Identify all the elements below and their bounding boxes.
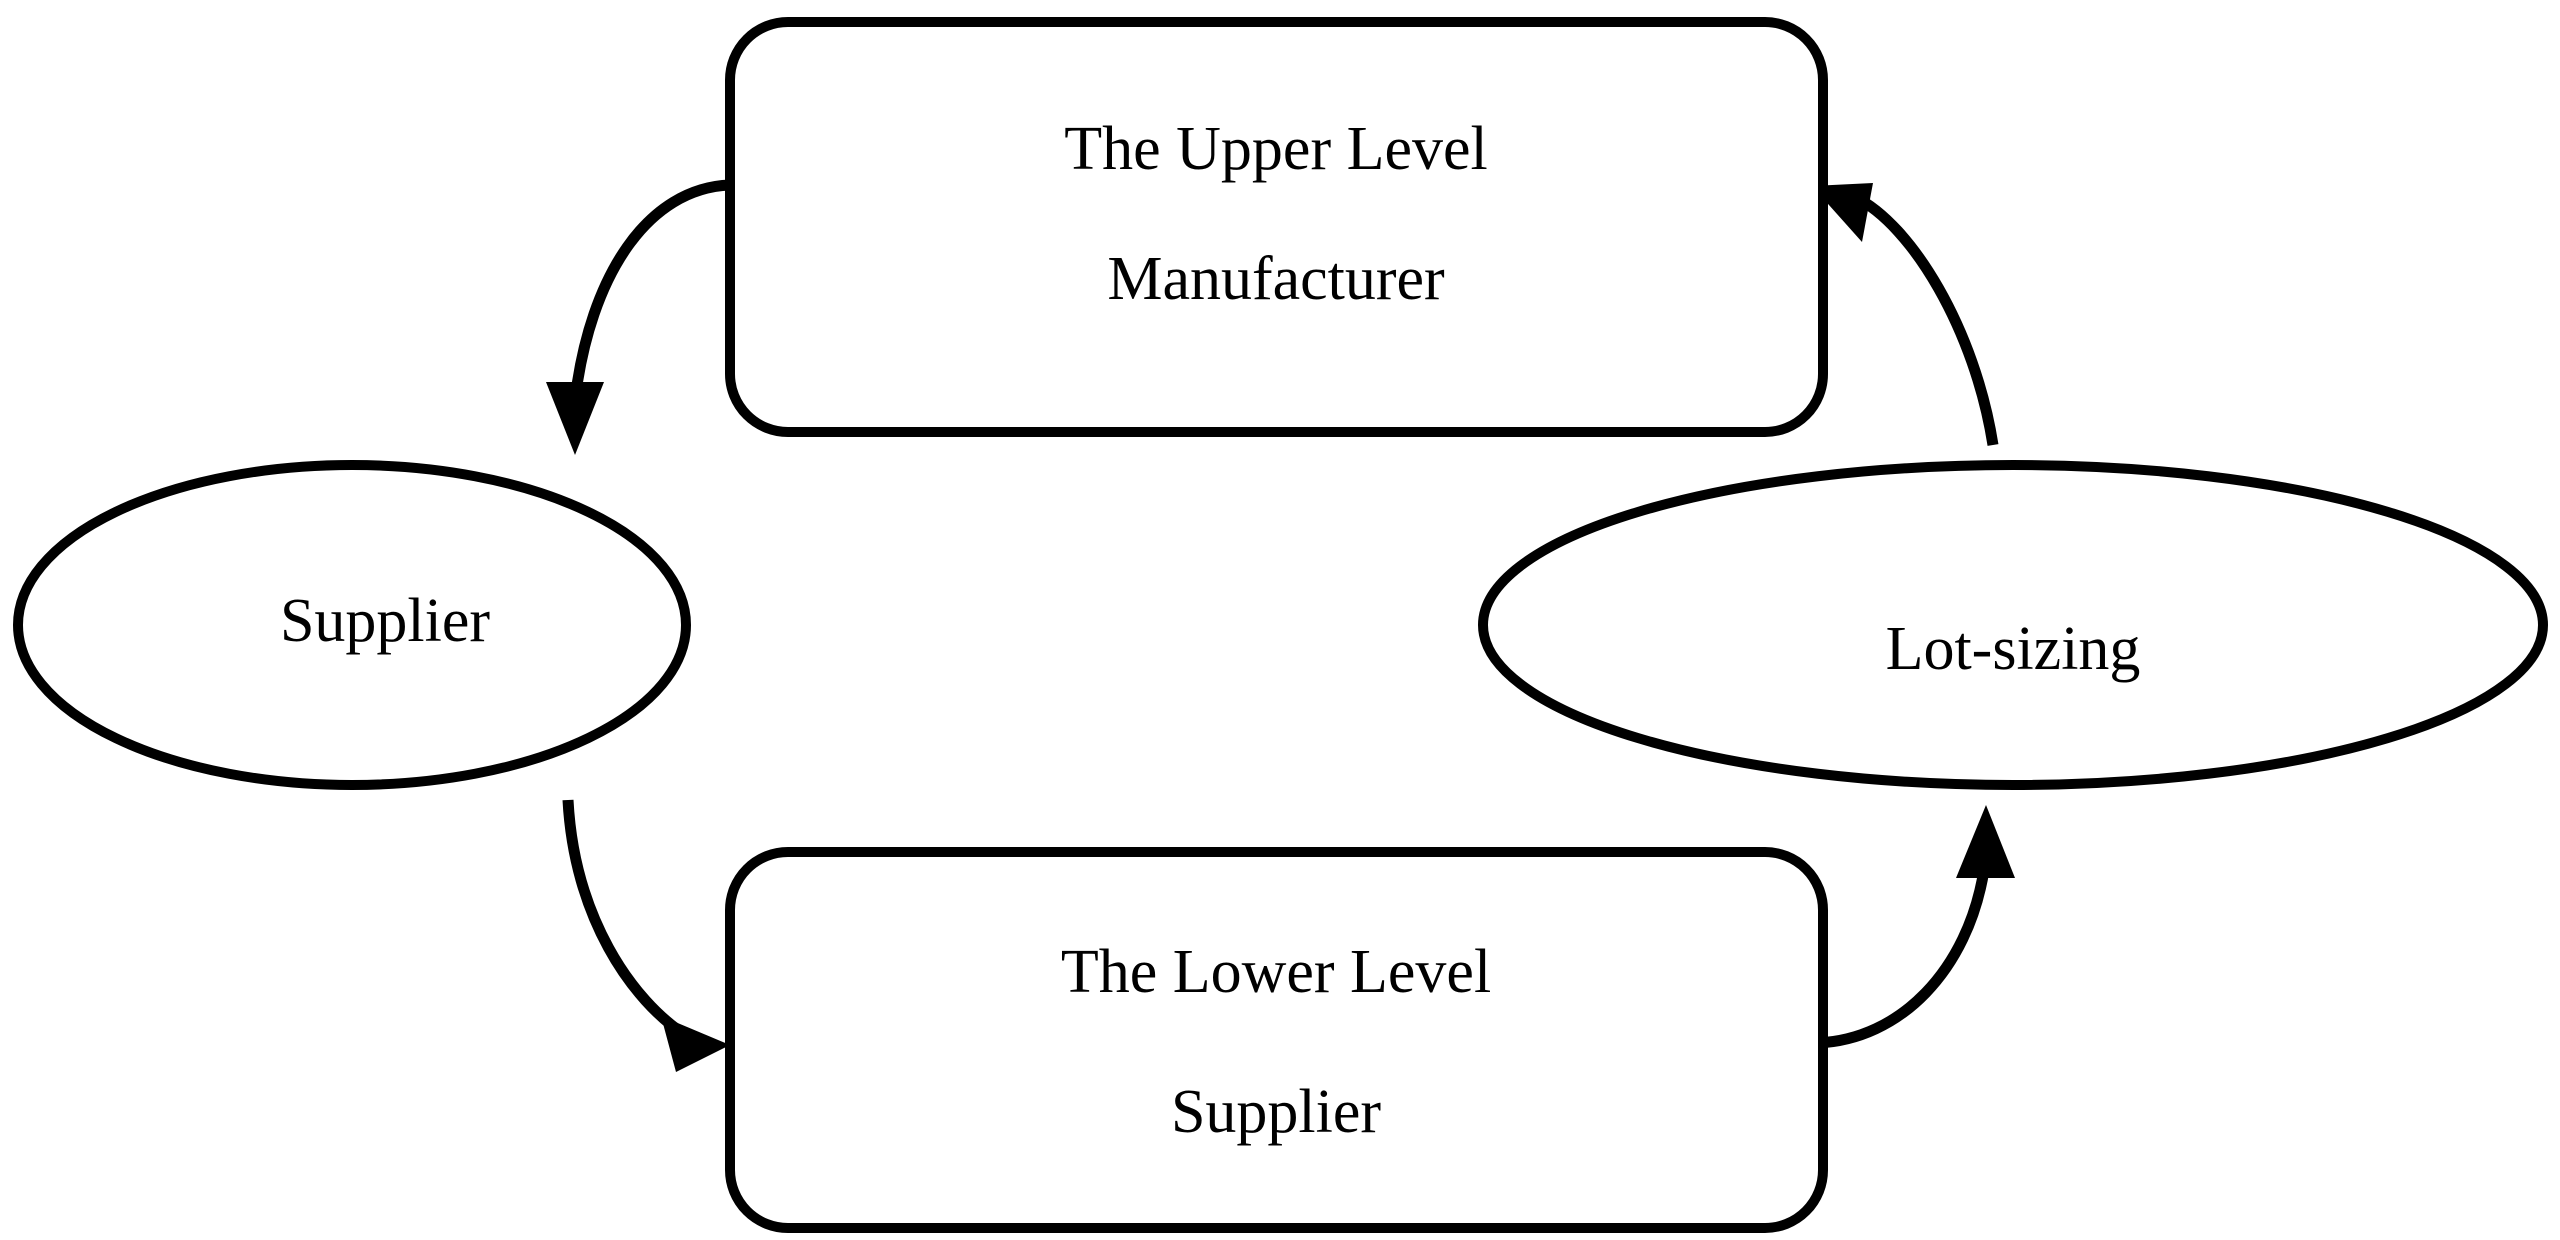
edge-upper-box-to-left-ellipse: [546, 179, 731, 455]
edge-lower-box-to-right-ellipse-path: [1816, 869, 1990, 1049]
right-ellipse-shape[interactable]: [1478, 460, 2548, 790]
upper-box-label-line1: The Upper Level: [1064, 115, 1487, 183]
node-upper-box[interactable]: The Upper Level Manufacturer: [725, 17, 1828, 437]
upper-box-label-line2: Manufacturer: [1107, 245, 1445, 313]
edge-lower-box-to-right-ellipse: [1816, 805, 2015, 1049]
edge-right-ellipse-to-upper-box: [1812, 183, 1999, 446]
edge-upper-box-to-left-ellipse-path: [569, 179, 731, 401]
edge-upper-box-to-left-ellipse-arrowhead: [546, 382, 604, 455]
edge-right-ellipse-to-upper-box-path: [1852, 192, 1999, 446]
edge-lower-box-to-right-ellipse-arrowhead: [1956, 805, 2015, 878]
left-ellipse-label: Supplier: [280, 587, 490, 655]
node-right-ellipse[interactable]: Lot-sizing: [1478, 460, 2548, 790]
upper-box-shape[interactable]: [725, 17, 1828, 437]
lower-box-label-line1: The Lower Level: [1061, 938, 1491, 1006]
edge-left-ellipse-to-lower-box-path: [562, 799, 691, 1042]
left-ellipse-shape[interactable]: [13, 460, 691, 790]
lower-box-label-line2: Supplier: [1171, 1078, 1381, 1146]
node-left-ellipse[interactable]: Supplier: [13, 460, 691, 790]
lower-box-shape[interactable]: [725, 847, 1828, 1233]
node-lower-box[interactable]: The Lower Level Supplier: [725, 847, 1828, 1233]
edge-left-ellipse-to-lower-box: [562, 799, 730, 1072]
right-ellipse-label: Lot-sizing: [1886, 615, 2141, 683]
edge-left-ellipse-to-lower-box-arrowhead: [661, 1016, 730, 1072]
